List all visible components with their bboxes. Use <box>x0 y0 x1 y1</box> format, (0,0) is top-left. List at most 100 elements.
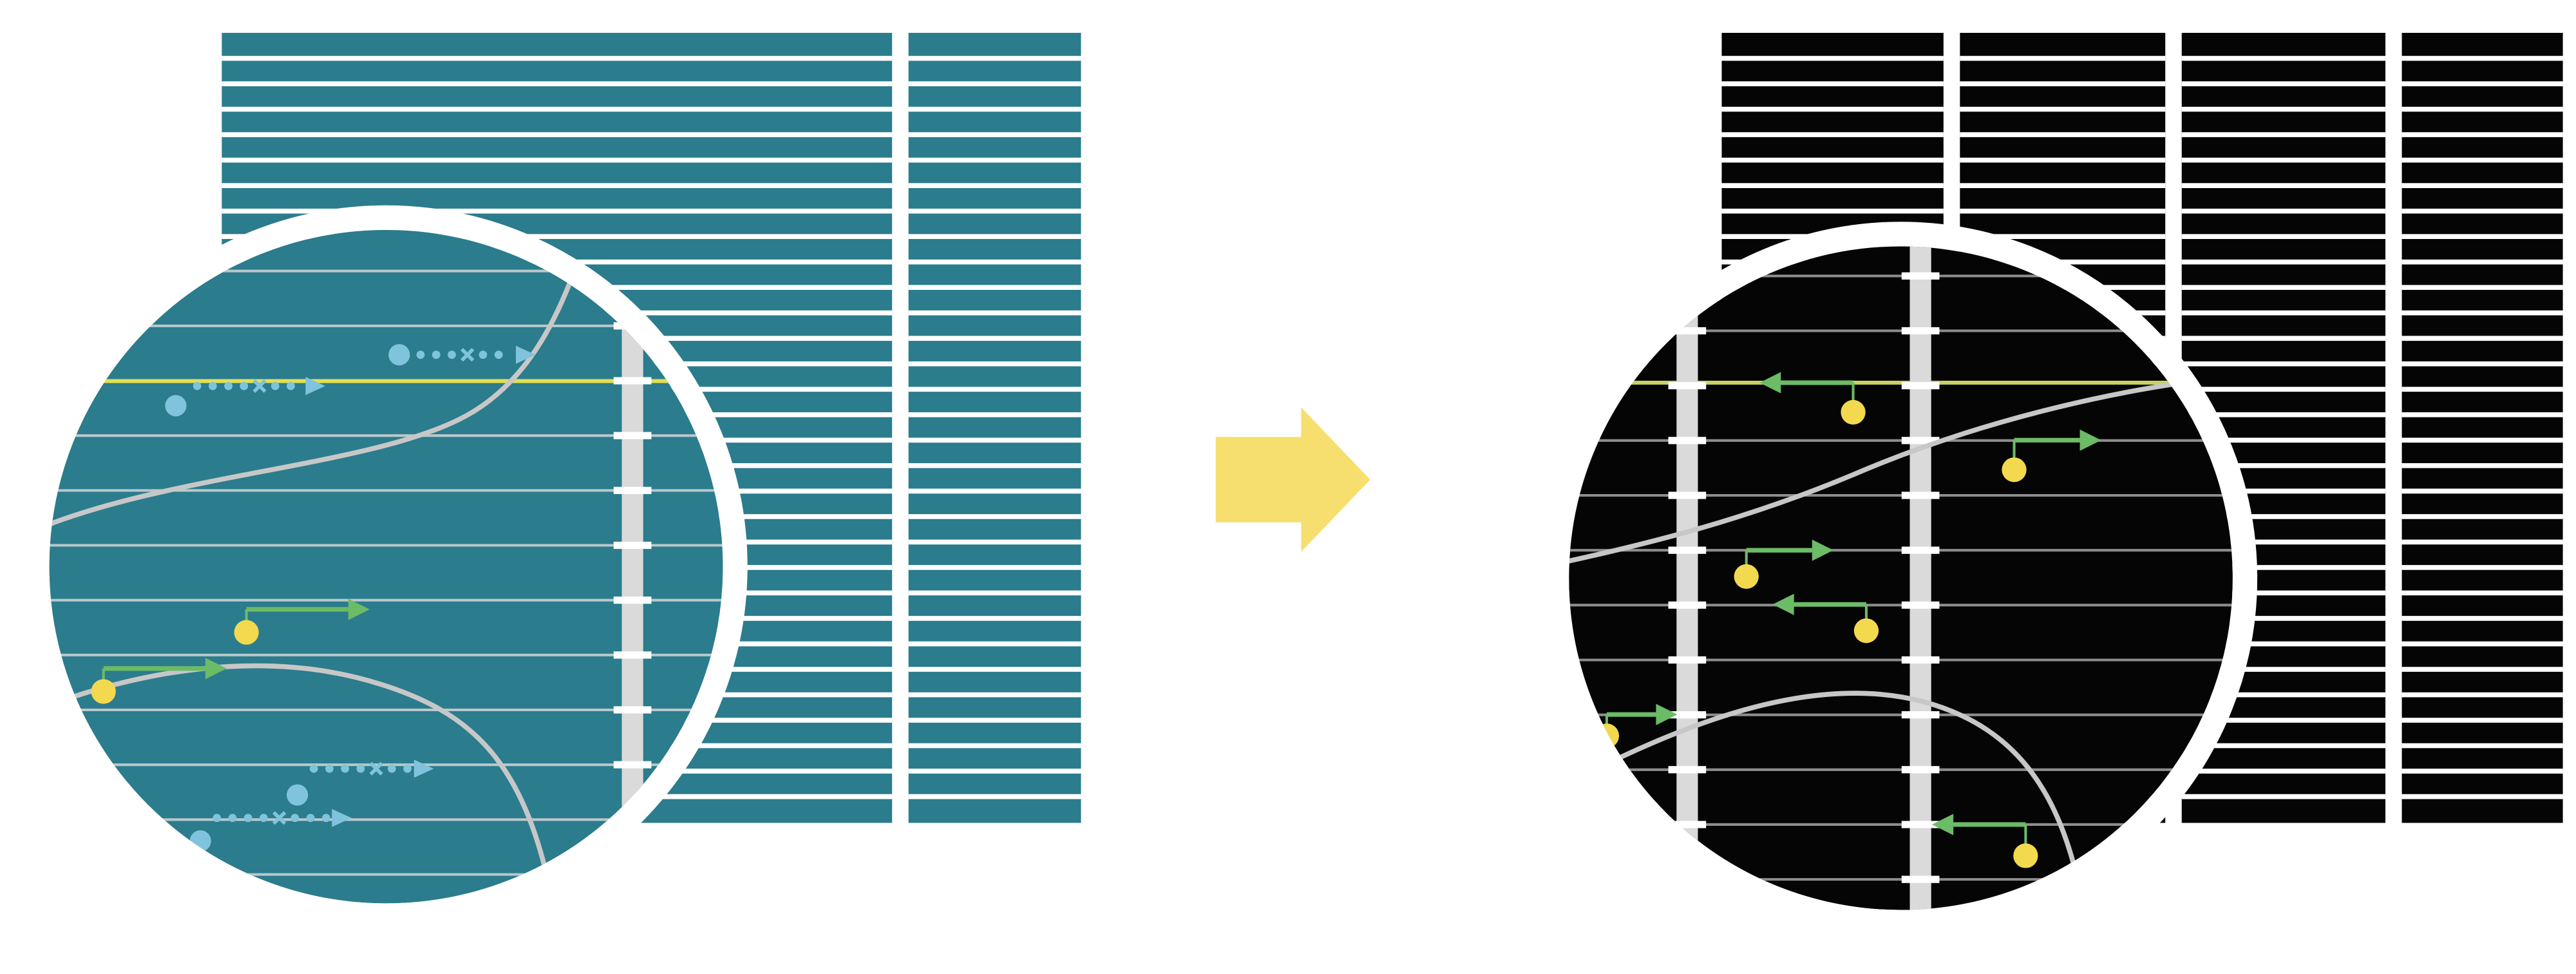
electron-dot <box>388 344 410 366</box>
hole-arrowhead <box>348 598 370 620</box>
magnified-busbar <box>1676 246 1698 910</box>
hole-dot <box>2013 843 2038 868</box>
hole-arrowhead <box>205 658 227 680</box>
busbar-contact-tick <box>1668 601 1707 609</box>
trajectory-dot <box>494 350 503 359</box>
scattering-x-mark <box>369 761 383 776</box>
trajectory-dot <box>193 381 202 390</box>
electron-arrowhead <box>332 808 352 827</box>
busbar-contact-tick <box>1901 327 1940 335</box>
electron-arrowhead <box>413 759 434 778</box>
right-magnified-inset-background <box>1569 246 2233 910</box>
busbar-contact-tick <box>613 377 652 385</box>
trajectory-dot <box>403 764 412 773</box>
trajectory-dot <box>356 764 365 773</box>
electron-trajectory <box>287 759 434 806</box>
busbar-contact-tick <box>1668 766 1707 774</box>
hole-dot <box>91 679 116 704</box>
busbar-contact-tick <box>613 761 652 769</box>
hole-arrowhead <box>1812 539 1833 561</box>
busbar-contact-tick <box>1901 821 1940 828</box>
trajectory-dot <box>478 350 488 359</box>
trajectory-dot <box>260 814 268 823</box>
busbar-contact-tick <box>1668 656 1707 664</box>
right-cell-panel-section <box>2401 32 2563 823</box>
right-magnified-inset-content <box>1569 246 2233 910</box>
right-magnified-inset <box>1544 222 2258 935</box>
left-cell-panel-section <box>908 32 1081 823</box>
hole-trajectory <box>1772 593 1879 644</box>
hole-trajectory <box>1932 814 2038 868</box>
scattering-x-mark <box>460 348 475 362</box>
trajectory-dot <box>325 764 334 773</box>
busbar-contact-tick <box>1901 546 1940 554</box>
busbar-contact-tick <box>1668 327 1707 335</box>
hole-trajectory <box>2002 429 2101 482</box>
trajectory-dot <box>290 814 299 823</box>
trajectory-dot <box>431 350 440 359</box>
left-magnified-inset <box>24 205 748 928</box>
busbar-contact-tick <box>613 486 652 494</box>
electron-arrowhead <box>516 345 536 364</box>
trajectory-dot <box>306 814 315 823</box>
busbar-contact-tick <box>1901 492 1940 499</box>
hole-arrowhead <box>1932 814 1954 836</box>
busbar-contact-tick <box>1668 711 1707 719</box>
trajectory-dot <box>309 764 318 773</box>
electron-trajectory <box>189 808 352 852</box>
magnifier-ring <box>1544 222 2258 935</box>
transition-arrow <box>1215 407 1370 552</box>
hole-trajectory <box>234 598 370 645</box>
trajectory-dot <box>240 381 249 390</box>
hole-trajectory <box>1734 539 1833 589</box>
trajectory-dot <box>448 350 456 359</box>
trajectory-dot <box>270 381 279 390</box>
grain-boundary-line <box>1569 691 2086 910</box>
scattering-x-mark <box>252 379 267 393</box>
grain-boundary-line <box>49 229 591 528</box>
electron-arrowhead <box>305 377 326 396</box>
busbar-contact-tick <box>1901 875 1940 883</box>
busbar-contact-tick <box>1901 437 1940 444</box>
trajectory-dot <box>213 814 222 823</box>
busbar-contact-tick <box>1668 437 1707 444</box>
magnified-busbar <box>1909 246 1931 910</box>
hole-arrowhead <box>1772 593 1794 615</box>
trajectory-dot <box>243 814 252 823</box>
busbar-contact-tick <box>1668 875 1707 883</box>
busbar-contact-tick <box>1668 546 1707 554</box>
busbar-contact-tick <box>613 870 652 879</box>
grain-boundary-line <box>1569 375 2224 564</box>
magnifier-ring <box>24 205 748 928</box>
hole-dot <box>234 620 259 645</box>
left-magnified-inset-background <box>49 229 723 904</box>
busbar-contact-tick <box>613 432 652 439</box>
busbar-contact-tick <box>613 541 652 549</box>
trajectory-dot <box>416 350 425 359</box>
electron-trajectory <box>388 344 536 366</box>
busbar-contact-tick <box>1901 656 1940 664</box>
busbar-contact-tick <box>1901 766 1940 774</box>
busbar-contact-tick <box>1901 711 1940 719</box>
trajectory-dot <box>228 814 237 823</box>
busbar-contact-tick <box>1901 382 1940 390</box>
busbar-contact-tick <box>1901 272 1940 280</box>
scattering-x-mark <box>272 811 287 825</box>
busbar-contact-tick <box>1901 601 1940 609</box>
trajectory-dot <box>388 764 396 773</box>
trajectory-dot <box>224 381 232 390</box>
trajectory-dot <box>322 814 330 823</box>
hole-trajectory <box>91 658 227 704</box>
busbar-contact-tick <box>1668 821 1707 828</box>
hole-trajectory <box>1759 372 1866 425</box>
busbar-contact-tick <box>613 706 652 714</box>
hole-dot <box>1734 564 1759 589</box>
electron-dot <box>165 395 187 417</box>
busbar-contact-tick <box>1668 492 1707 499</box>
trajectory-dot <box>208 381 217 390</box>
electron-dot <box>287 784 308 806</box>
hole-arrowhead <box>2079 429 2101 451</box>
hole-dot <box>1853 618 1879 644</box>
electron-trajectory <box>165 377 326 417</box>
